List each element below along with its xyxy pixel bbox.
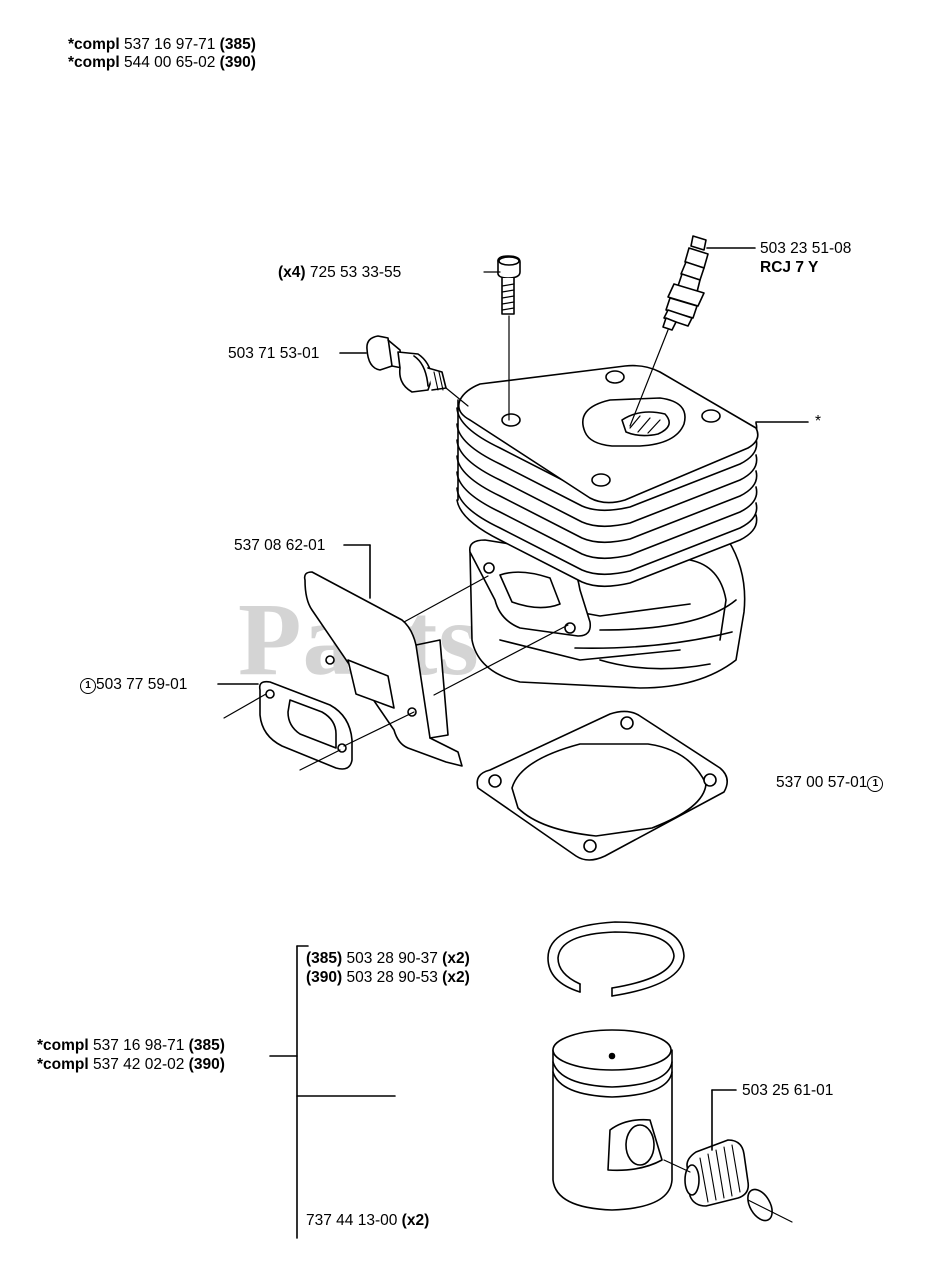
header-assembly-390: *compl 544 00 65-02 (390) bbox=[68, 54, 256, 71]
label-rings-390: (390) 503 28 90-53 (x2) bbox=[306, 969, 470, 986]
label-circlip: 737 44 13-00 (x2) bbox=[306, 1212, 430, 1229]
piston-drawing bbox=[552, 1029, 673, 1211]
label-screw: (x4) 725 53 33-55 bbox=[278, 264, 402, 281]
circle-marker: 1 bbox=[80, 678, 96, 694]
circlip-drawing bbox=[663, 1159, 793, 1223]
plate-drawing bbox=[303, 544, 569, 767]
label-spark-plug: 503 23 51-08 bbox=[760, 240, 852, 257]
label-cylinder-asterisk: * bbox=[815, 413, 822, 430]
piston-ring-drawing bbox=[547, 921, 685, 997]
cylinder-drawing bbox=[456, 364, 759, 689]
bearing-drawing bbox=[684, 1089, 750, 1207]
screw-drawing bbox=[483, 255, 521, 421]
header-assembly-385: *compl 537 16 97-71 (385) bbox=[68, 36, 256, 53]
label-bearing: 503 25 61-01 bbox=[742, 1082, 834, 1099]
base-gasket-drawing bbox=[476, 710, 728, 861]
assembly-bracket bbox=[269, 945, 396, 1239]
circle-marker: 1 bbox=[867, 776, 884, 792]
decompression-valve-drawing bbox=[339, 335, 469, 407]
label-rings-385: (385) 503 28 90-37 (x2) bbox=[306, 950, 470, 967]
label-piston-385: *compl 537 16 98-71 (385) bbox=[37, 1037, 225, 1054]
label-piston-390: *compl 537 42 02-02 (390) bbox=[37, 1056, 225, 1073]
spark-plug-drawing bbox=[662, 235, 756, 331]
label-decompression-valve: 503 71 53-01 bbox=[228, 345, 320, 362]
intake-gasket-drawing bbox=[217, 680, 415, 771]
label-spark-plug-type: RCJ 7 Y bbox=[760, 259, 819, 276]
label-plate: 537 08 62-01 bbox=[234, 537, 326, 554]
